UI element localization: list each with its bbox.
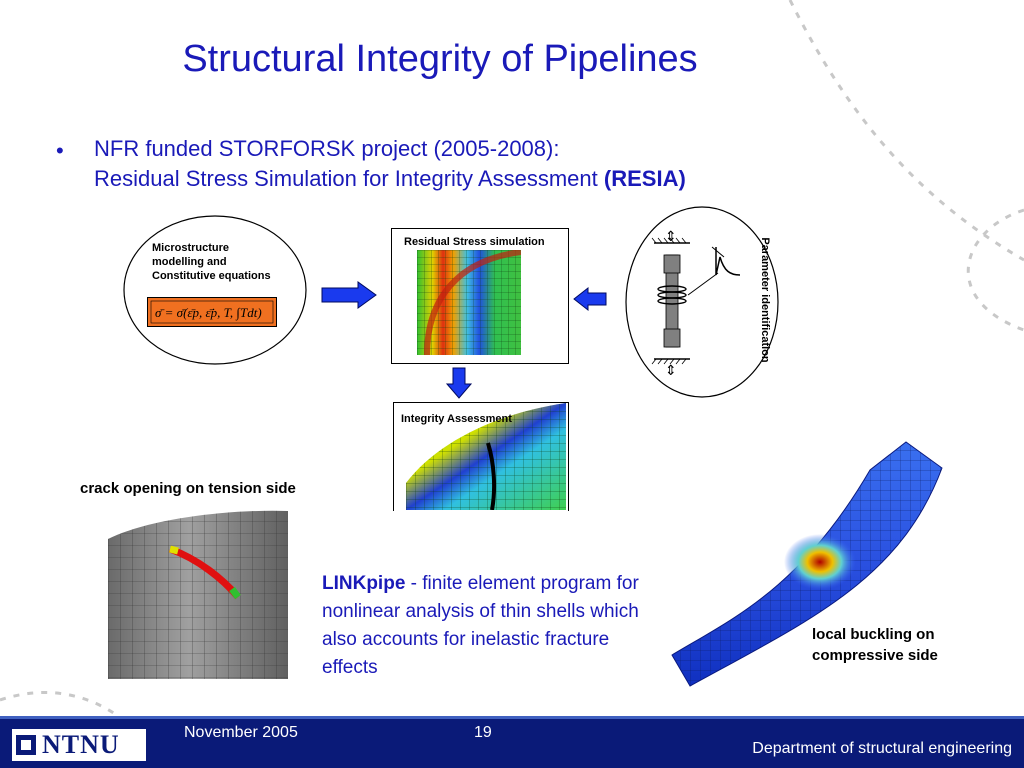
linkpipe-name: LINKpipe xyxy=(322,573,406,594)
parameter-ellipse: ⇕ ⇕ xyxy=(625,206,779,398)
constitutive-formula: σ̄ = σ̄(ε̄p, ε̄̇p, T, ∫Tdt) xyxy=(147,297,277,327)
bullet-line-2-bold: (RESIA) xyxy=(603,166,686,191)
footer-date: November 2005 xyxy=(184,724,298,741)
arrow-right-icon xyxy=(321,281,377,309)
ntnu-logo: NTNU xyxy=(10,727,148,763)
ntnu-logo-text: NTNU xyxy=(42,730,120,759)
local-buckling-label: local buckling on compressive side xyxy=(812,624,938,666)
crack-opening-mesh-image xyxy=(108,510,288,679)
linkpipe-description: LINKpipe - finite element program for no… xyxy=(322,570,667,682)
residual-stress-mesh-image xyxy=(417,250,521,355)
local-buckling-pipe-image xyxy=(671,441,943,687)
arrow-down-icon xyxy=(445,367,473,399)
micro-label-1: Microstructure xyxy=(152,242,230,254)
bullet-line-1: NFR funded STORFORSK project (2005-2008)… xyxy=(94,136,560,161)
bullet-line-2: Residual Stress Simulation for Integrity… xyxy=(94,166,686,192)
footer-department: Department of structural engineering xyxy=(752,740,1012,757)
svg-text:⇕: ⇕ xyxy=(665,363,677,379)
bullet-marker: • xyxy=(56,138,64,163)
page-title: Structural Integrity of Pipelines xyxy=(182,38,698,80)
footer-bar xyxy=(0,719,1024,768)
parameter-identification-label: Parameter identification xyxy=(759,237,771,363)
micro-label-3: Constitutive equations xyxy=(152,270,271,282)
svg-text:σ̄ = σ̄(ε̄p, ε̄̇p, T, ∫Tdt): σ̄ = σ̄(ε̄p, ε̄̇p, T, ∫Tdt) xyxy=(155,305,262,321)
svg-text:⇕: ⇕ xyxy=(665,229,677,245)
integrity-assessment-mesh-image xyxy=(406,403,566,510)
crack-opening-label: crack opening on tension side xyxy=(80,480,296,497)
arrow-left-icon xyxy=(573,286,607,312)
local-buckling-label-2: compressive side xyxy=(812,647,938,664)
footer-top-line xyxy=(0,716,1024,719)
ntnu-logo-mark-icon xyxy=(16,735,36,755)
linkpipe-dash: - xyxy=(405,573,423,594)
microstructure-ellipse xyxy=(123,215,307,365)
bullet-line-2-text: Residual Stress Simulation for Integrity… xyxy=(94,166,598,191)
linkpipe-desc: finite element program for nonlinear ana… xyxy=(322,573,639,678)
micro-label-2: modelling and xyxy=(152,256,227,268)
footer-page-number: 19 xyxy=(474,724,492,741)
local-buckling-label-1: local buckling on xyxy=(812,626,935,643)
integrity-assessment-label: Integrity Assessment xyxy=(401,413,512,425)
residual-stress-label: Residual Stress simulation xyxy=(404,236,545,248)
